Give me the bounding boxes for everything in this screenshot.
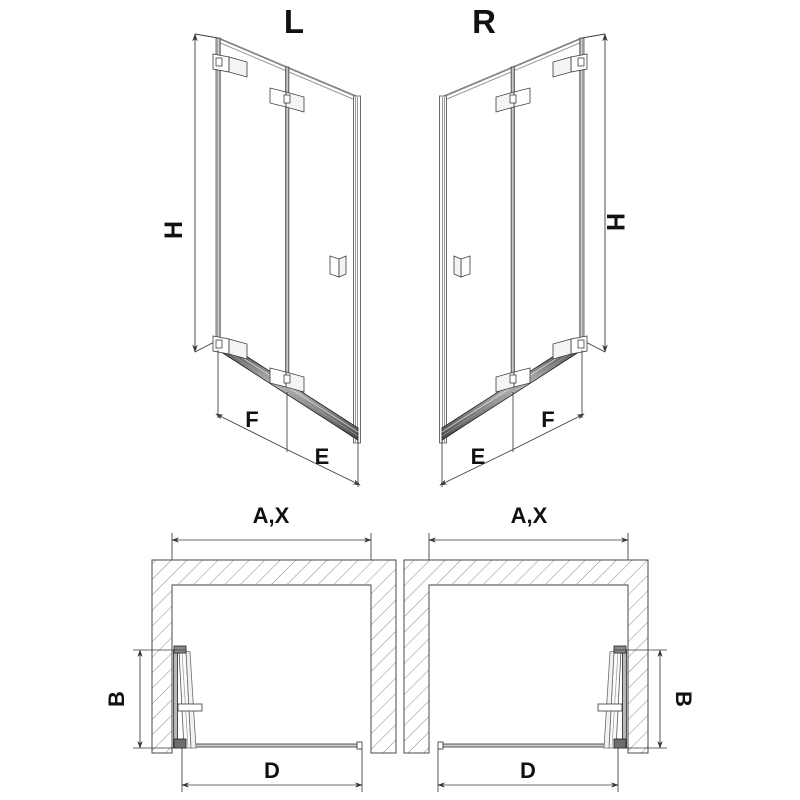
label-panel-F-left: F bbox=[245, 407, 258, 432]
door-fold-line bbox=[181, 651, 189, 748]
door-leaf-2 bbox=[603, 650, 615, 749]
label-B-right: B bbox=[671, 691, 696, 707]
wall-channel-left bbox=[353, 95, 361, 444]
door-hinge-stile bbox=[173, 649, 178, 749]
fixed-panel-end-cap bbox=[437, 741, 444, 750]
door-fold-line bbox=[611, 651, 619, 748]
dimension-B-left bbox=[133, 649, 186, 749]
hinge-centre-bottom-right bbox=[495, 367, 531, 393]
plan-door-assembly-left bbox=[173, 645, 203, 749]
hinge-centre-top-right bbox=[495, 87, 531, 113]
door-top-block bbox=[613, 645, 627, 654]
dimension-FE-right bbox=[439, 350, 585, 487]
fixed-panel-body bbox=[181, 743, 361, 748]
hinge-post-left bbox=[215, 37, 221, 342]
hinge-centre-top-left bbox=[269, 87, 305, 113]
door-hinge-stile bbox=[622, 649, 627, 749]
label-AX-left: A,X bbox=[253, 503, 290, 528]
plan-left-view: A,X bbox=[104, 503, 397, 792]
dimension-E-line bbox=[439, 449, 513, 486]
dimension-FE-left bbox=[215, 350, 361, 487]
door-pivot-block bbox=[613, 738, 627, 749]
dimension-B-right bbox=[614, 649, 667, 749]
plan-handle bbox=[597, 703, 623, 712]
hinge-wall-top-right bbox=[552, 53, 588, 78]
dimension-E-line bbox=[287, 449, 361, 486]
centre-post-left bbox=[285, 66, 290, 394]
plan-door-assembly-right bbox=[597, 645, 627, 749]
label-panel-E-right: E bbox=[471, 444, 486, 469]
plan-handle bbox=[177, 703, 203, 712]
hinge-post-right bbox=[579, 37, 585, 342]
wall-section-right bbox=[403, 559, 649, 754]
label-height-right: H bbox=[601, 213, 629, 231]
door-handle-right bbox=[453, 255, 471, 278]
dimension-F-line bbox=[215, 413, 289, 451]
dimension-AX-right bbox=[428, 533, 629, 560]
hinge-wall-bottom-right bbox=[552, 335, 588, 360]
left-hinges bbox=[212, 53, 305, 393]
centre-post-right bbox=[510, 66, 515, 394]
label-height-left: H bbox=[160, 221, 188, 239]
variant-label-R: R bbox=[472, 3, 496, 40]
right-hinges bbox=[495, 53, 588, 393]
wall-channel-body bbox=[439, 95, 447, 444]
hinge-wall-bottom-left bbox=[212, 335, 248, 360]
label-D-left: D bbox=[264, 758, 280, 783]
fixed-panel-body bbox=[439, 743, 619, 748]
label-panel-F-right: F bbox=[541, 407, 554, 432]
dimension-D-left bbox=[181, 748, 363, 792]
right-vertical-profiles bbox=[439, 37, 585, 444]
hinge-centre-bottom-left bbox=[269, 367, 305, 393]
label-B-left: B bbox=[104, 691, 129, 707]
wall-section-left bbox=[151, 559, 397, 754]
bottom-rail-shadow bbox=[441, 345, 583, 437]
label-D-right: D bbox=[520, 758, 536, 783]
wall-channel-right bbox=[439, 95, 447, 444]
fixed-panel-end-cap bbox=[356, 741, 363, 750]
bottom-rail-shadow bbox=[217, 345, 359, 437]
plan-right-labels: A,X B D bbox=[511, 503, 696, 783]
elevation-left-view: H F E L bbox=[160, 3, 361, 487]
hinge-wall-top-left bbox=[212, 53, 248, 78]
door-pivot-block bbox=[173, 738, 187, 749]
dimension-F-line bbox=[511, 413, 585, 451]
plan-right-view bbox=[403, 533, 667, 792]
label-panel-E-left: E bbox=[315, 444, 330, 469]
door-top-block bbox=[173, 645, 187, 654]
label-AX-right: A,X bbox=[511, 503, 548, 528]
dimension-D-right bbox=[437, 748, 619, 792]
variant-label-L: L bbox=[284, 3, 304, 40]
witness-top bbox=[581, 33, 606, 39]
witness-top bbox=[194, 33, 219, 39]
door-leaf-2 bbox=[185, 650, 197, 749]
door-handle-left bbox=[329, 255, 347, 278]
dimension-AX-left bbox=[171, 533, 372, 560]
wall-channel-body bbox=[353, 95, 361, 444]
elevation-right-labels: H F E R bbox=[471, 3, 629, 469]
elevation-right-view bbox=[439, 33, 608, 487]
